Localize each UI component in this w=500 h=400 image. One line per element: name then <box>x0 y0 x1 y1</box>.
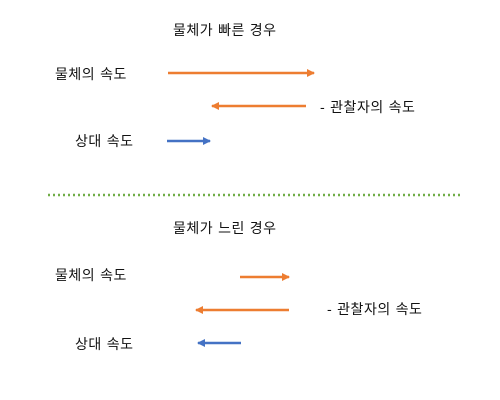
slow-relative-velocity-label: 상대 속도 <box>75 337 134 353</box>
slow-observer-velocity-label: - 관찰자의 속도 <box>327 302 423 318</box>
fast-case-title: 물체가 빠른 경우 <box>173 23 277 39</box>
fast-relative-velocity-label: 상대 속도 <box>75 134 134 150</box>
fast-object-velocity-label: 물체의 속도 <box>55 67 127 83</box>
slow-object-velocity-label: 물체의 속도 <box>55 268 127 284</box>
slow-case-title: 물체가 느린 경우 <box>173 221 277 237</box>
fast-observer-velocity-label: - 관찰자의 속도 <box>320 100 416 116</box>
